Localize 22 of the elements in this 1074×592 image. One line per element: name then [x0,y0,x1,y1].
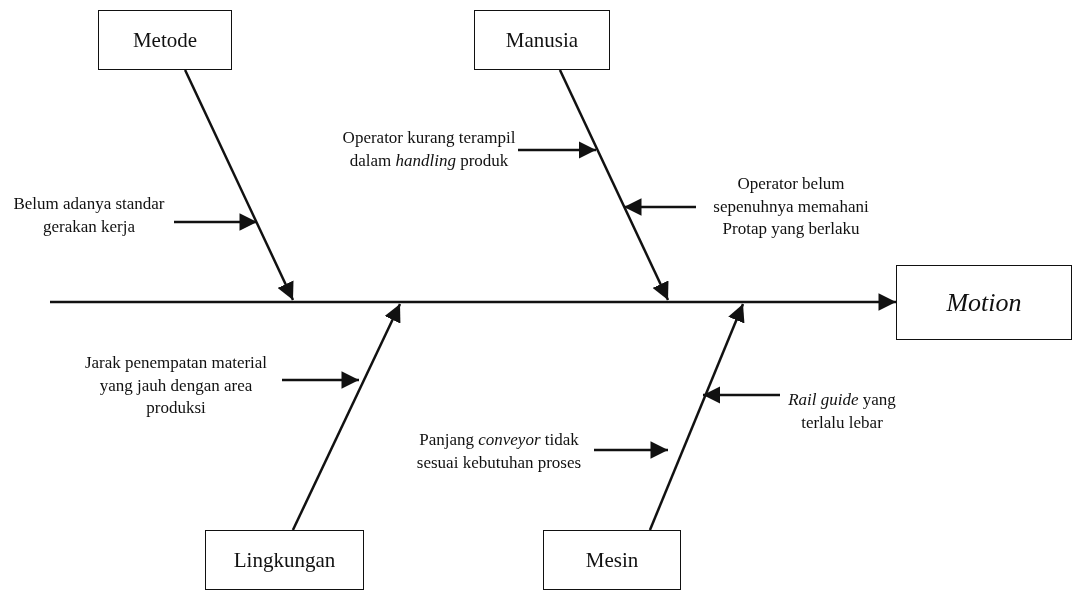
category-box: Mesin [543,530,681,590]
bone-arrow [558,69,670,301]
arrow [703,386,780,404]
cause-text: Rail guide yang terlalu lebar [780,366,904,458]
cause-text: Jarak penempatan material yang jauh dengan area produksi [70,340,282,432]
spine-arrow [50,293,896,311]
arrow [282,371,359,389]
cause-text: Operator kurang terampil dalam handling produk [340,104,518,196]
cause-text: Panjang conveyor tidak sesuai kebutuhan proses [404,406,594,498]
arrow [518,141,596,159]
arrow [594,441,668,459]
category-box: Metode [98,10,232,70]
cause-text: Belum adanya standar gerakan kerja [4,170,174,262]
cause-text: Operator belum sepenuhnya memahani Protap yang berlaku [696,148,886,266]
bone-arrow [291,303,402,531]
arrow [624,198,696,216]
bone-arrow [648,303,745,531]
effect-box: Motion [896,265,1072,340]
category-box: Lingkungan [205,530,364,590]
bone-arrow [183,69,295,301]
category-box: Manusia [474,10,610,70]
arrow [174,213,257,231]
